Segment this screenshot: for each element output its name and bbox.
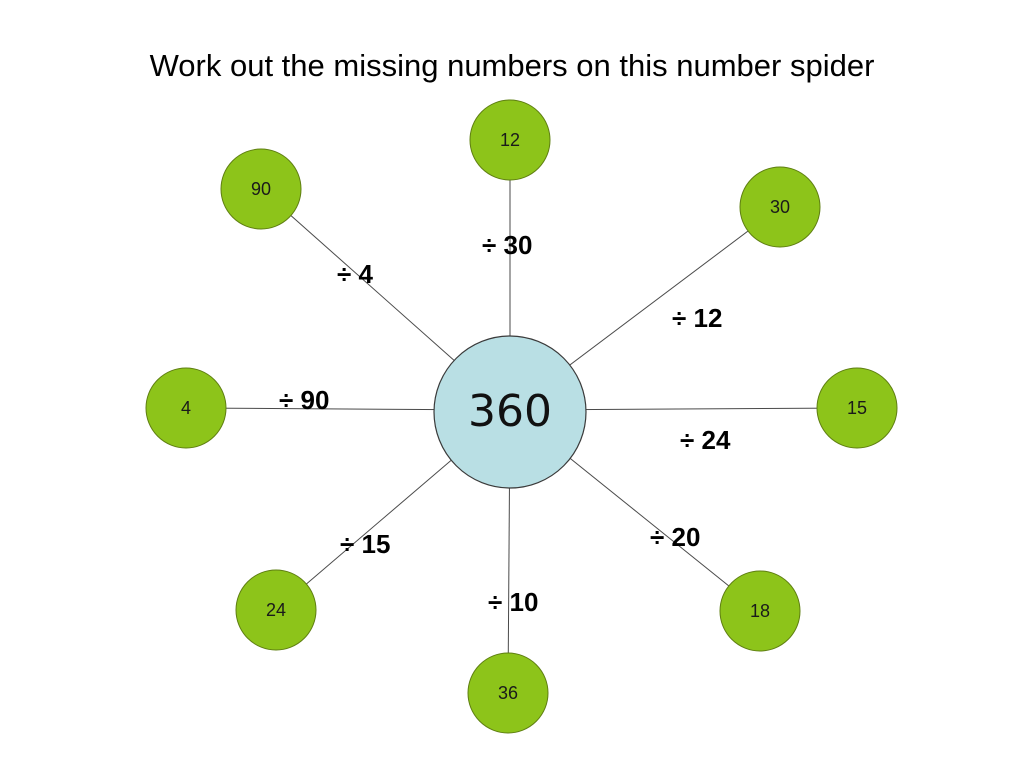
operation-label-left: ÷ 90: [279, 385, 329, 415]
leaf-value-top-left: 90: [251, 179, 271, 199]
leaf-right: 15: [816, 367, 898, 449]
leaf-circle-right: [816, 367, 898, 449]
leaf-circle-top-right: [739, 166, 821, 248]
leaf-value-bottom-left: 24: [266, 600, 286, 620]
operation-label-bottom: ÷ 10: [488, 587, 538, 617]
leaf-value-top: 12: [500, 130, 520, 150]
leaf-circle-top: [469, 99, 551, 181]
leaf-bottom-right: 18: [719, 570, 801, 652]
leaf-value-bottom: 36: [498, 683, 518, 703]
leaf-left: 4: [145, 367, 227, 449]
leaf-circle-bottom-right: [719, 570, 801, 652]
leaf-circle-bottom-left: [235, 569, 317, 651]
leaf-bottom: 36: [467, 652, 549, 734]
leaf-circle-left: [145, 367, 227, 449]
leaf-bottom-left: 24: [235, 569, 317, 651]
leaf-value-left: 4: [181, 398, 191, 418]
operation-label-bottom-left: ÷ 15: [340, 529, 390, 559]
operation-label-top-right: ÷ 12: [672, 303, 722, 333]
center-value: 360: [468, 386, 552, 437]
leaf-top: 12: [469, 99, 551, 181]
leaf-top-right: 30: [739, 166, 821, 248]
operation-label-bottom-right: ÷ 20: [650, 522, 700, 552]
operation-label-top-left: ÷ 4: [337, 259, 373, 289]
operation-label-right: ÷ 24: [680, 425, 731, 455]
leaf-circle-top-left: [220, 148, 302, 230]
operation-label-top: ÷ 30: [482, 230, 532, 260]
leaf-value-right: 15: [847, 398, 867, 418]
leaf-top-left: 90: [220, 148, 302, 230]
leaf-value-bottom-right: 18: [750, 601, 770, 621]
center-circle: [433, 335, 587, 489]
leaf-value-top-right: 30: [770, 197, 790, 217]
page-title: Work out the missing numbers on this num…: [149, 48, 875, 83]
leaf-circle-bottom: [467, 652, 549, 734]
